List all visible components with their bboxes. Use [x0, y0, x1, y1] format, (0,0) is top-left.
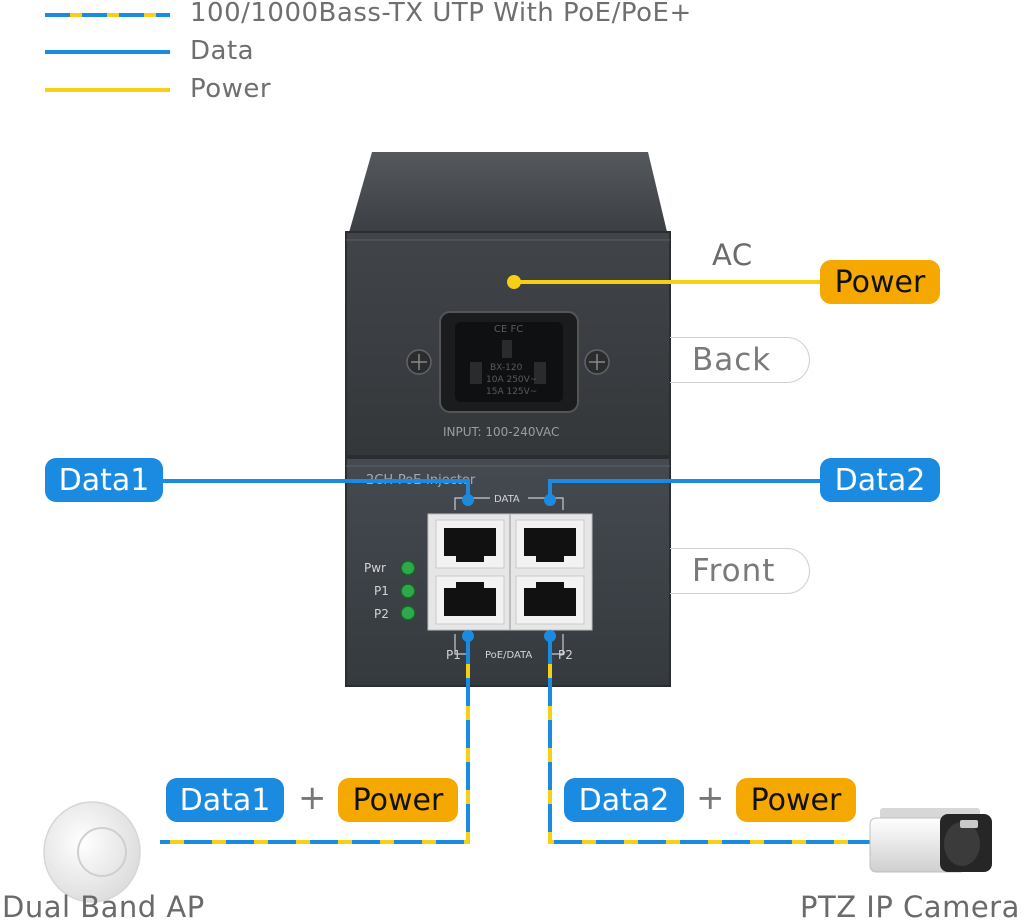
poe-output-line-2: [548, 636, 872, 844]
back-view-label: Back: [670, 337, 810, 383]
outlet-rating-3: 15A 125V~: [486, 387, 537, 397]
output2-power-badge: Power: [736, 778, 856, 822]
input-voltage-label: INPUT: 100-240VAC: [443, 425, 559, 439]
data-group-label: DATA: [494, 494, 520, 505]
camera-icon: [869, 808, 992, 873]
outlet-rating-1: BX-120: [490, 363, 523, 373]
output2-plus-sign: +: [696, 778, 725, 818]
access-point-label: Dual Band AP: [2, 890, 205, 924]
data2-input-dot: [544, 494, 556, 506]
output1-data-badge: Data1: [166, 778, 284, 822]
port-label-p1: P1: [446, 648, 461, 662]
legend-label-power: Power: [190, 74, 272, 104]
rj45-data-port-1[interactable]: [435, 519, 505, 569]
rj45-poe-port-2[interactable]: [515, 575, 585, 625]
data1-input-line: [160, 479, 470, 498]
legend-label-mixed: 100/1000Bass-TX UTP With PoE/PoE+: [190, 0, 692, 28]
injector-top-face: [348, 152, 668, 236]
output2-data-badge: Data2: [564, 778, 684, 822]
ac-label: AC: [712, 238, 753, 272]
data1-input-dot: [462, 494, 474, 506]
output1-plus-sign: +: [298, 778, 327, 818]
rj45-data-port-2[interactable]: [515, 519, 585, 569]
data2-input-badge: Data2: [820, 458, 940, 502]
led-pwr: [400, 560, 416, 576]
ac-outlet: [439, 311, 579, 413]
port-label-p2: P2: [558, 648, 573, 662]
data1-input-badge: Data1: [45, 458, 163, 502]
ac-power-badge: Power: [820, 260, 940, 304]
outlet-rating-2: 10A 250V~: [486, 375, 537, 385]
led-label-p1: P1: [374, 584, 389, 598]
led-label-pwr: Pwr: [364, 561, 386, 575]
outlet-cert-text: CE FC: [494, 324, 523, 335]
led-p2: [400, 605, 416, 621]
poe-output-line-1: [160, 636, 470, 844]
led-label-p2: P2: [374, 607, 389, 621]
camera-label: PTZ IP Camera: [800, 890, 1020, 924]
screw-right: [584, 349, 610, 375]
legend-label-data: Data: [190, 36, 255, 66]
poe-output-dot-2: [544, 630, 556, 642]
access-point-icon: [43, 801, 141, 903]
poe-bracket: [454, 634, 564, 655]
output1-power-badge: Power: [338, 778, 458, 822]
screw-left: [406, 349, 432, 375]
led-p1: [400, 583, 416, 599]
rj45-poe-port-1[interactable]: [435, 575, 505, 625]
data2-input-line: [548, 479, 822, 498]
front-view-label: Front: [670, 548, 810, 594]
poe-output-dot-1: [462, 630, 474, 642]
poe-group-label: PoE/DATA: [485, 650, 532, 661]
data-bracket: [454, 497, 564, 510]
ac-power-dot: [507, 275, 521, 289]
